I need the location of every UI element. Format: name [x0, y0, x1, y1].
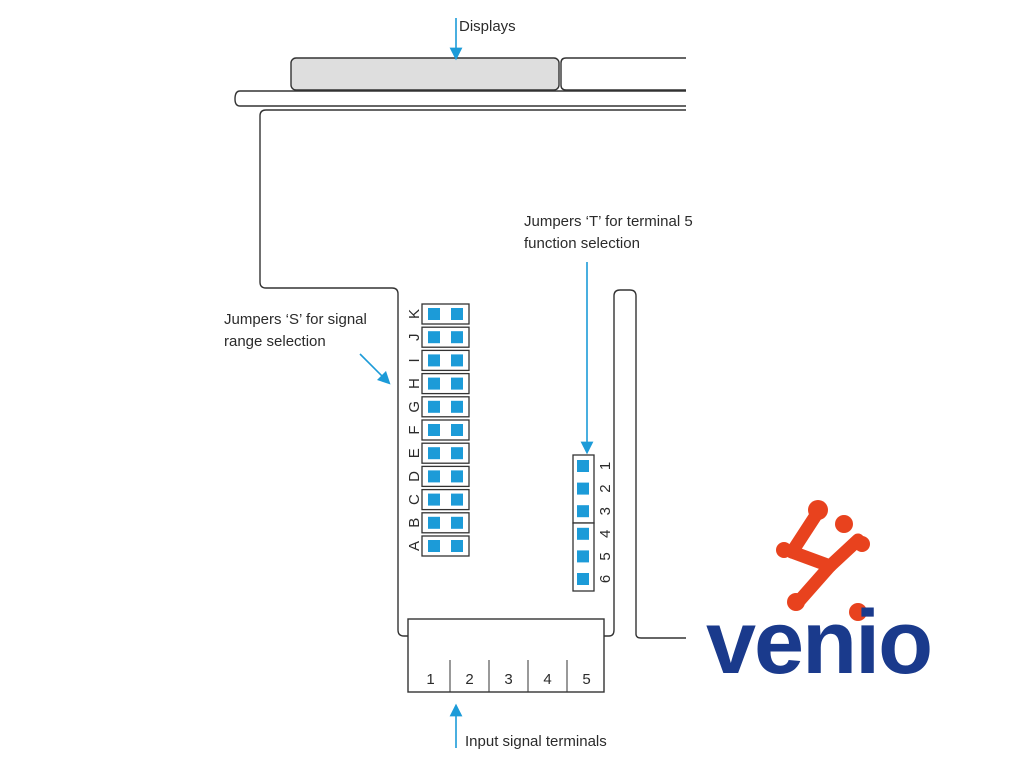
label-jumpers-s-line2: range selection — [224, 333, 326, 350]
jumper-s-pin — [451, 424, 463, 436]
venio-logo-mark-icon — [776, 500, 870, 621]
jumper-s-letter: K — [406, 309, 423, 319]
jumper-s-pin — [451, 354, 463, 367]
jumper-t-number: 2 — [597, 484, 614, 492]
jumper-s-pin — [428, 400, 440, 413]
jumper-s-pin — [451, 331, 463, 344]
jumper-s-letter: E — [406, 448, 423, 458]
jumper-s-pin — [451, 308, 463, 320]
jumper-s-pin — [451, 493, 463, 506]
jumper-s-pin — [451, 540, 463, 552]
jumper-t-pin-2 — [577, 482, 589, 495]
jumper-s-pin — [451, 516, 463, 529]
jumper-s-pin — [428, 540, 440, 552]
jumper-s-pin — [428, 424, 440, 436]
jumper-s-pin — [428, 493, 440, 506]
terminal-block — [407, 618, 605, 693]
terminal-number: 5 — [582, 671, 590, 688]
jumper-s-letter: B — [406, 518, 423, 528]
board-outline — [259, 109, 686, 637]
jumper-t-pin-6 — [577, 573, 589, 585]
terminal-number: 3 — [504, 671, 512, 688]
jumper-s-pin — [428, 377, 440, 390]
label-jumpers-t-line2: function selection — [524, 235, 640, 252]
jumper-s-pin — [428, 516, 440, 529]
label-jumpers-t-line1: Jumpers ‘T’ for terminal 5 — [524, 213, 693, 230]
jumper-s-pin — [451, 447, 463, 460]
jumper-s-pin — [428, 308, 440, 320]
arrow-jumpers-s — [359, 353, 391, 385]
venio-logo-text: venio — [706, 593, 933, 693]
jumper-t-number: 5 — [597, 552, 614, 560]
jumper-s-pin — [451, 377, 463, 390]
jumper-t-pin-4 — [577, 527, 589, 540]
jumper-t-pin-5 — [577, 550, 589, 563]
jumper-t-number: 3 — [597, 507, 614, 515]
jumper-s-letter: G — [406, 401, 423, 413]
terminal-number: 4 — [543, 671, 551, 688]
jumper-s-letter: D — [406, 471, 423, 482]
display-window-right — [560, 57, 686, 91]
label-jumpers-s-line1: Jumpers ‘S’ for signal — [224, 311, 367, 328]
jumper-s-letter: I — [406, 358, 423, 362]
jumper-t-number: 4 — [597, 530, 614, 538]
label-displays: Displays — [459, 18, 516, 35]
label-input-terminals: Input signal terminals — [465, 733, 607, 750]
terminal-number: 1 — [426, 671, 434, 688]
jumper-s-letter: C — [406, 494, 423, 505]
jumper-s-pin — [451, 470, 463, 483]
jumper-t-number: 6 — [597, 575, 614, 583]
jumper-s-letter: F — [406, 425, 423, 434]
board-right-edge — [604, 289, 686, 639]
terminal-number: 2 — [465, 671, 473, 688]
jumper-s-pin — [428, 331, 440, 344]
jumper-s-pin — [428, 447, 440, 460]
display-window-left — [290, 57, 560, 91]
jumper-s-letter: H — [406, 378, 423, 389]
jumper-s-pin — [428, 470, 440, 483]
jumper-s-letter: A — [406, 541, 423, 551]
jumper-s-pin — [428, 354, 440, 367]
jumper-t-pin-1 — [577, 460, 589, 472]
front-bezel — [234, 90, 686, 107]
jumper-s-letter: J — [406, 333, 423, 341]
jumper-t-pin-3 — [577, 505, 589, 518]
jumper-t-number: 1 — [597, 462, 614, 470]
jumper-s-pin — [451, 400, 463, 413]
